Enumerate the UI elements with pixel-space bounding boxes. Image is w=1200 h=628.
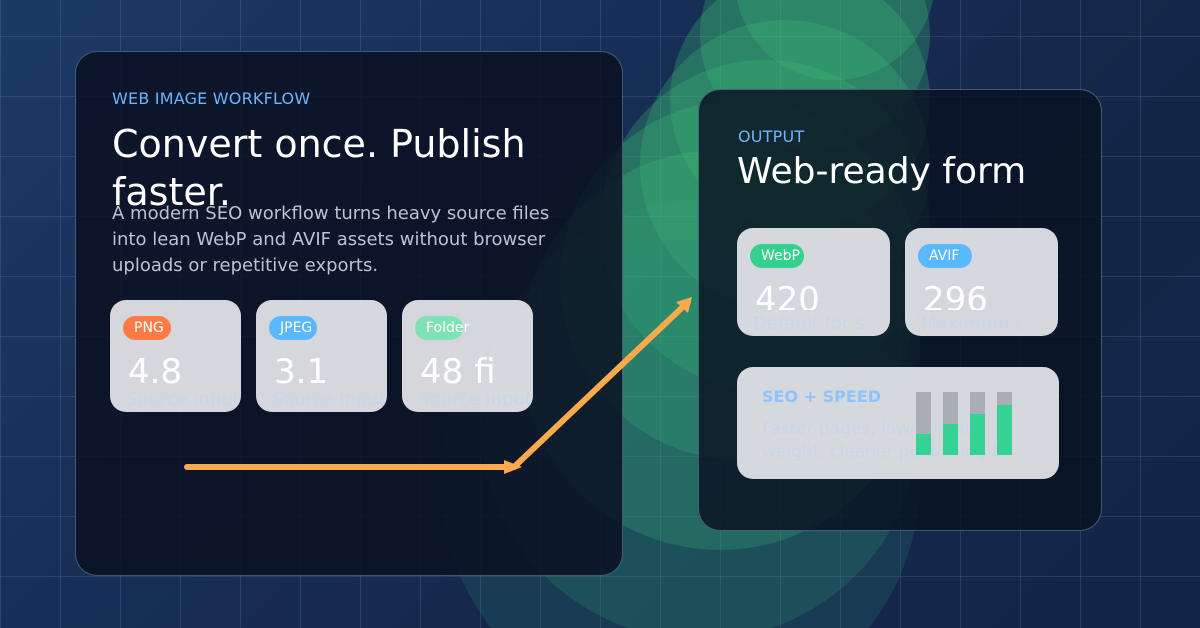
headline-line-1: Convert once. Publish — [112, 122, 526, 166]
output-eyebrow: OUTPUT — [738, 127, 805, 146]
jpeg-caption: Source input — [272, 389, 386, 410]
png-value: 4.8 — [128, 352, 183, 384]
workflow-eyebrow: WEB IMAGE WORKFLOW — [112, 89, 311, 108]
avif-badge: AVIF — [918, 244, 972, 268]
webp-value: 420 — [755, 280, 820, 310]
input-card-folder: Folder 48 fi Source input — [402, 300, 533, 412]
avif-value: 296 — [923, 280, 988, 310]
headline-line-2: faster. — [112, 170, 231, 214]
seo-speed-panel: SEO + SPEED Faster pages, lower image we… — [737, 367, 1059, 479]
workflow-card: WEB IMAGE WORKFLOW Convert once. Publish… — [75, 51, 623, 576]
webp-badge: WebP — [750, 244, 804, 268]
png-caption: Source input — [126, 389, 240, 410]
output-headline: Web-ready form — [737, 151, 1027, 192]
seo-title: SEO + SPEED — [762, 387, 881, 406]
png-badge: PNG — [123, 316, 171, 340]
folder-badge: Folder — [415, 316, 469, 340]
speed-bar-4 — [997, 392, 1012, 455]
output-card-webp: WebP 420 Default for s — [737, 228, 890, 336]
speed-bar-3 — [970, 392, 985, 455]
speed-bar-1 — [916, 392, 931, 455]
folder-value: 48 fi — [420, 352, 496, 384]
output-card-avif: AVIF 296 Maximum c — [905, 228, 1058, 336]
input-card-jpeg: JPEG 3.1 Source input — [256, 300, 387, 412]
jpeg-badge: JPEG — [269, 316, 317, 340]
speed-bar-2 — [943, 392, 958, 455]
output-card: OUTPUT Web-ready form WebP 420 Default f… — [698, 89, 1102, 531]
workflow-description: A modern SEO workflow turns heavy source… — [112, 203, 550, 276]
input-card-png: PNG 4.8 Source input — [110, 300, 241, 412]
webp-caption: Default for s — [753, 313, 865, 334]
workflow-headline: Convert once. Publish faster. — [112, 120, 526, 216]
jpeg-value: 3.1 — [274, 352, 329, 384]
avif-caption: Maximum c — [921, 313, 1026, 334]
folder-caption: Source input — [418, 389, 532, 410]
